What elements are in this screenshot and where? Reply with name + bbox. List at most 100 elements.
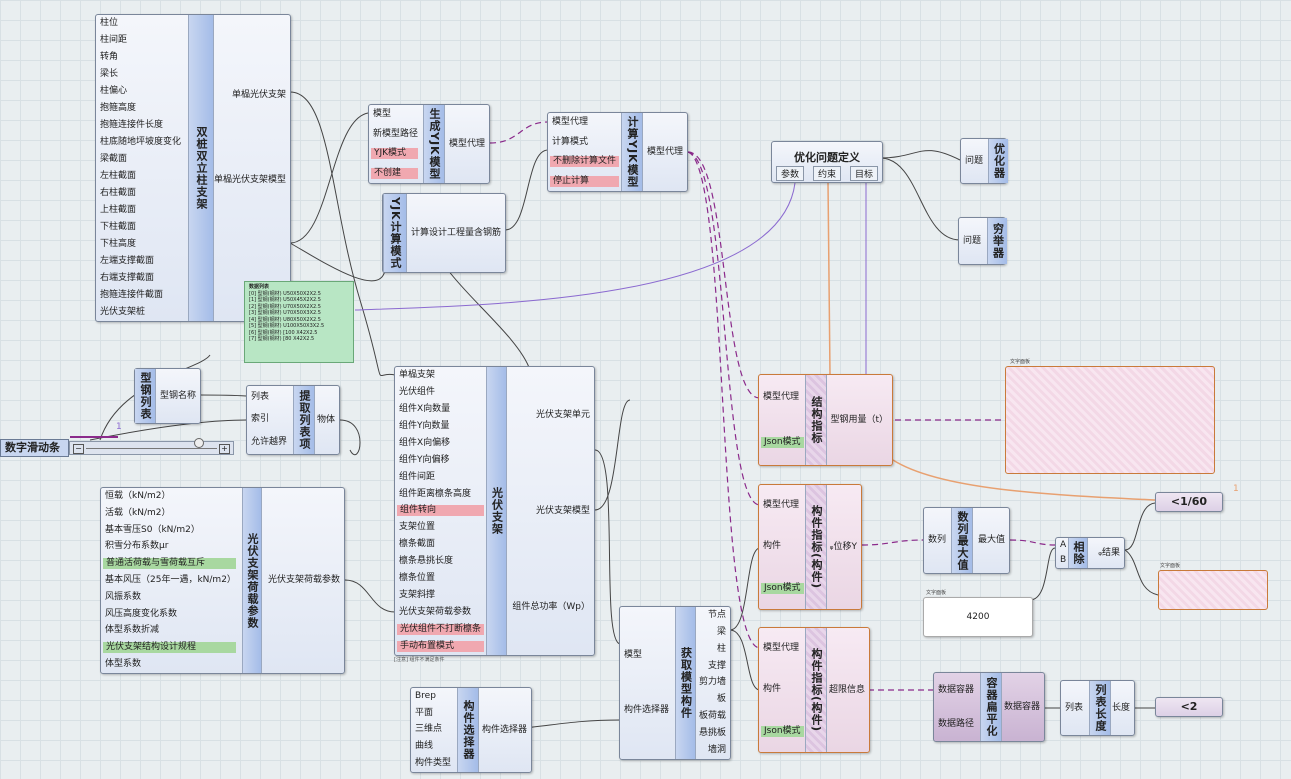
load-in-port-6[interactable]: 风振系数 [105,591,142,602]
extract-port-object[interactable]: 物体 [316,414,335,425]
optimizer-port-problem[interactable]: 问题 [965,155,984,166]
text-panel-small[interactable] [1158,570,1268,610]
mi2-in-port-1[interactable]: 构件 [763,684,782,695]
calc-in-port-2[interactable]: 不删除计算文件 [550,156,620,168]
sel-in-port-2[interactable]: 三维点 [415,724,443,735]
twin-pile-support-node[interactable]: 柱位柱间距转角梁长柱偏心抱箍高度抱箍连接件长度柱底随地坪坡度变化梁截面左柱截面右… [95,14,291,322]
twin-in-port-17[interactable]: 光伏支架桩 [100,307,146,317]
twin-in-port-14[interactable]: 左端支撑截面 [100,256,155,266]
slider-minus-icon[interactable]: − [73,444,84,454]
text-panel-large[interactable] [1005,366,1215,474]
mode-out-port-0[interactable]: 计算设计工程量含钢筋 [410,227,501,238]
extract-list-item-node[interactable]: 列表索引允许越界 提取列表项 物体 [246,385,340,455]
mi2-in-port-2[interactable]: Json模式 [761,725,804,737]
load-in-port-2[interactable]: 基本雪压S0（kN/m2） [105,524,200,535]
pv-in-port-7[interactable]: 组件距离檩条高度 [399,488,472,499]
load-in-port-5[interactable]: 基本风压（25年一遇，kN/m2） [105,574,236,585]
slider-handle[interactable] [194,438,204,448]
get-out-port-1[interactable]: 梁 [716,626,726,637]
get-out-port-6[interactable]: 板荷载 [698,711,726,722]
mi1-in-port-1[interactable]: 构件 [763,541,782,552]
twin-in-port-12[interactable]: 下柱截面 [100,222,137,232]
pv-out-port-2[interactable]: 组件总功率（Wp） [512,601,590,612]
twin-out-port-0[interactable]: 单榀光伏支架 [231,89,286,100]
pv-in-port-14[interactable]: 光伏支架荷载参数 [399,607,472,618]
si-in-port-0[interactable]: 模型代理 [763,392,800,402]
steel-list-port-name[interactable]: 型钢名称 [159,390,196,401]
twin-in-port-3[interactable]: 梁长 [100,69,119,79]
number-panel-4200[interactable]: 4200 [923,597,1033,637]
gen-in-port-1[interactable]: 新模型路径 [373,128,419,139]
load-in-port-4[interactable]: 普通活荷载与雪荷载互斥 [103,558,236,570]
optimize-definition-node[interactable]: 优化问题定义 参数约束目标 [771,141,883,183]
slider-plus-icon[interactable]: + [219,444,230,454]
divide-port-result[interactable]: ᵩ结果 [1098,547,1120,558]
twin-in-port-1[interactable]: 柱间距 [100,35,128,45]
get-in-port-1[interactable]: 构件选择器 [624,704,670,715]
fl-in-port-0[interactable]: 数据容器 [938,684,975,695]
get-out-port-4[interactable]: 剪力墙 [698,677,726,688]
constraint-lt-1-60[interactable]: <1/60 [1155,492,1223,512]
pv-in-port-9[interactable]: 支架位置 [399,522,436,533]
pv-support-node[interactable]: 单榀支架光伏组件组件X向数量组件Y向数量组件X向偏移组件Y向偏移组件间距组件距离… [394,366,595,656]
get-out-port-5[interactable]: 板 [716,694,726,705]
twin-in-port-8[interactable]: 梁截面 [100,154,128,164]
selector-port-out[interactable]: 构件选择器 [481,724,527,735]
twin-in-port-0[interactable]: 柱位 [100,18,119,28]
twin-in-port-10[interactable]: 右柱截面 [100,188,137,198]
pv-in-port-5[interactable]: 组件Y向偏移 [399,454,450,465]
pv-in-port-2[interactable]: 组件X向数量 [399,403,451,414]
extract-in-port-0[interactable]: 列表 [251,391,270,402]
load-port-params[interactable]: 光伏支架荷载参数 [267,575,340,585]
flatten-container-node[interactable]: 数据容器数据路径 容器扁平化 数据容器 [933,672,1045,742]
constraint-lt-2[interactable]: <2 [1155,697,1223,717]
list-max-port-in[interactable]: 数列 [928,535,947,545]
get-model-members-node[interactable]: 模型构件选择器 获取模型构件 节点梁柱支撑剪力墙板板荷载悬挑板墙洞 [619,606,731,760]
list-max-port-out[interactable]: 最大值 [977,535,1005,545]
twin-in-port-16[interactable]: 抱箍连接件截面 [100,290,164,300]
list-max-node[interactable]: 数列 数列最大值 最大值 [923,507,1010,574]
pv-in-port-12[interactable]: 檩条位置 [399,573,436,584]
extract-in-port-2[interactable]: 允许越界 [251,437,288,448]
extract-in-port-1[interactable]: 索引 [251,414,270,425]
mi1-in-port-2[interactable]: Json模式 [761,582,804,594]
pv-in-port-16[interactable]: 手动布置模式 [397,640,485,652]
twin-in-port-9[interactable]: 左柱截面 [100,171,137,181]
pv-in-port-10[interactable]: 檩条截面 [399,539,436,550]
calc-in-port-0[interactable]: 模型代理 [552,117,589,128]
si-in-port-1[interactable]: Json模式 [761,437,804,448]
twin-in-port-11[interactable]: 上柱截面 [100,205,137,215]
twin-in-port-7[interactable]: 柱底随地坪坡度变化 [100,137,182,147]
flatten-port-out[interactable]: 数据容器 [1003,701,1040,712]
pv-in-port-0[interactable]: 单榀支架 [399,369,436,380]
struct-index-port-steel[interactable]: 型钢用量（t） [830,414,888,425]
twin-in-port-4[interactable]: 柱偏心 [100,86,128,96]
steel-data-list[interactable]: 数据列表 [0] 型钢(钢材) U50X50X2X2.5[1] 型钢(钢材) U… [244,281,354,363]
pv-in-port-3[interactable]: 组件Y向数量 [399,420,450,431]
load-in-port-10[interactable]: 体型系数 [105,659,142,670]
yjk-mode-node[interactable]: YJK计算模式 计算设计工程量含钢筋 [382,193,506,273]
optimize-tab-0[interactable]: 参数 [776,166,805,181]
load-in-port-1[interactable]: 活载（kN/m2） [105,507,171,518]
gen-out-port-0[interactable]: 模型代理 [448,138,485,149]
pv-in-port-4[interactable]: 组件X向偏移 [399,437,451,448]
pv-in-port-1[interactable]: 光伏组件 [399,386,436,397]
load-in-port-8[interactable]: 体型系数折减 [105,625,160,636]
twin-in-port-13[interactable]: 下柱高度 [100,239,137,249]
slider-track[interactable]: − + [69,438,234,455]
mi2-in-port-0[interactable]: 模型代理 [763,643,800,654]
twin-in-port-15[interactable]: 右端支撑截面 [100,273,155,283]
div-in-port-1[interactable]: B [1060,555,1067,565]
fl-in-port-1[interactable]: 数据路径 [938,718,975,729]
calc-in-port-1[interactable]: 计算模式 [552,136,589,147]
mi1-in-port-0[interactable]: 模型代理 [763,500,800,511]
twin-out-port-1[interactable]: 单榀光伏支架模型 [213,175,286,186]
member-index-1-port-dispy[interactable]: ᵩ位移Y [829,541,857,552]
pv-out-port-0[interactable]: 光伏支架单元 [535,409,590,420]
sel-in-port-0[interactable]: Brep [415,690,436,701]
